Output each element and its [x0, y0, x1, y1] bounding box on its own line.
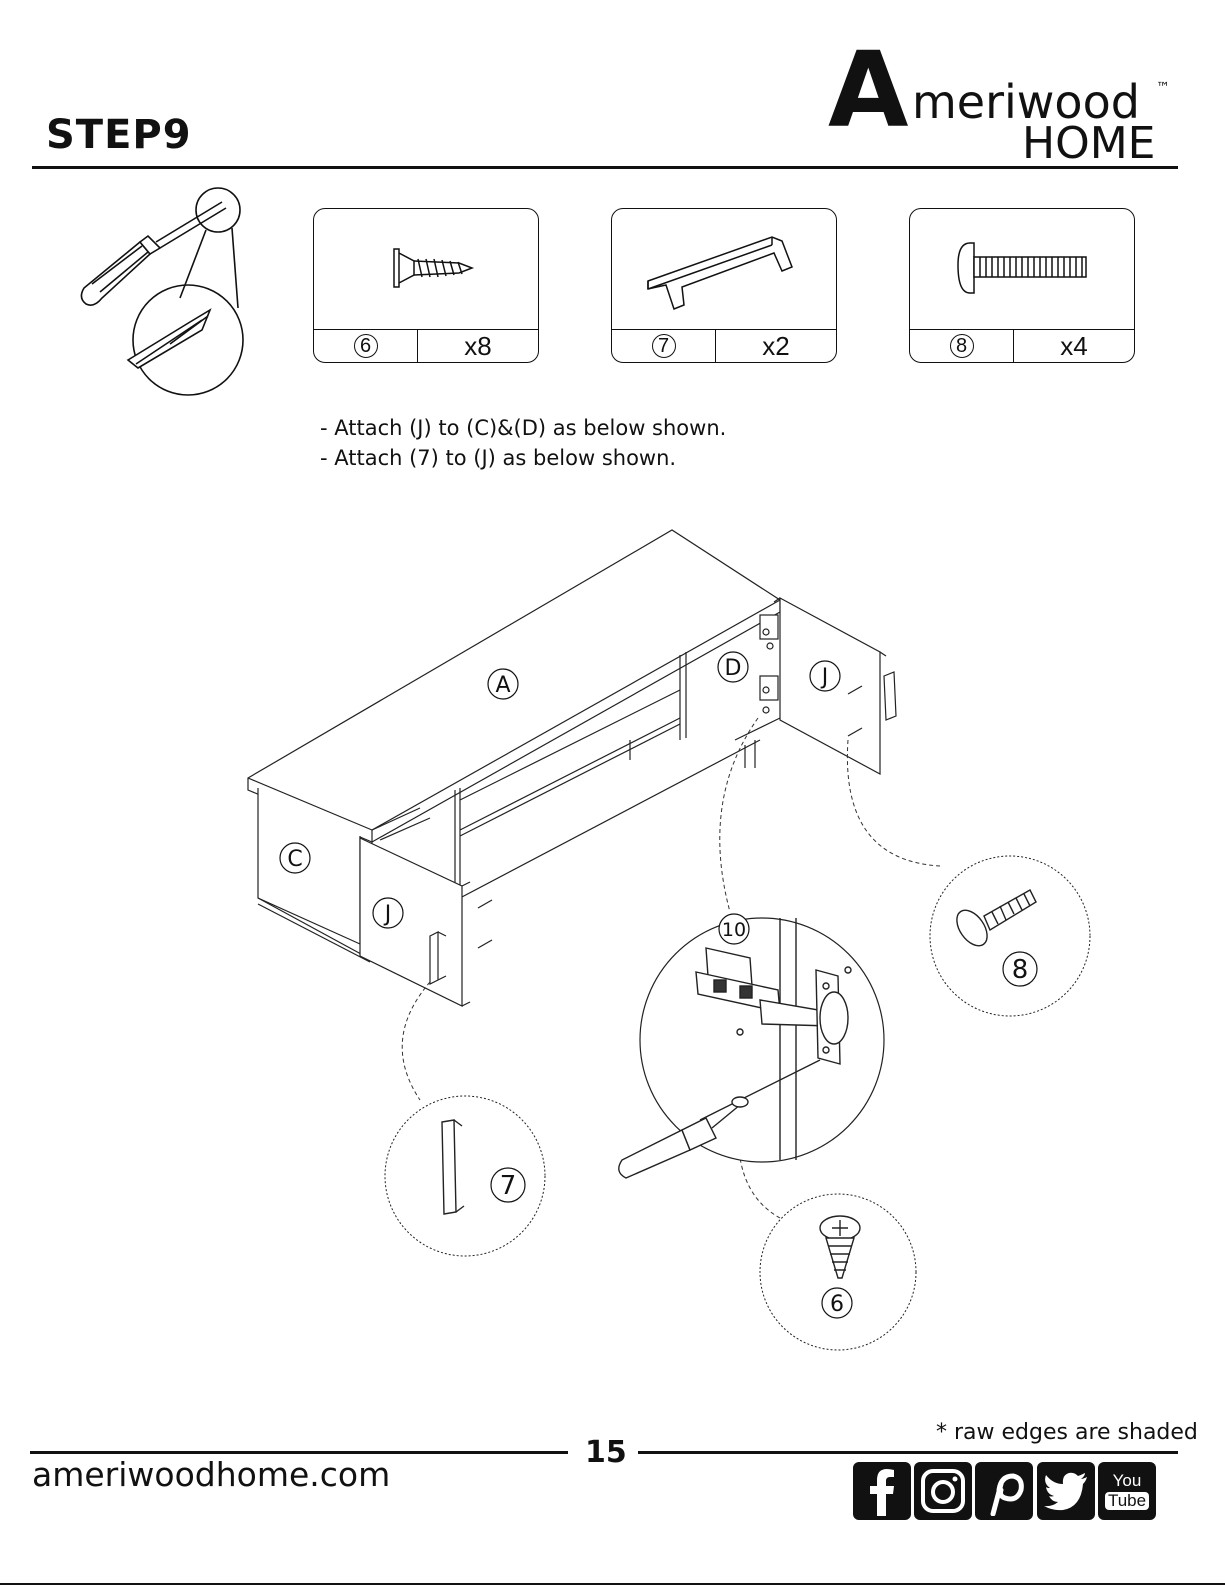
part-6-footer: 6 x8	[314, 329, 538, 362]
callout-screw-8: 8	[1012, 955, 1029, 985]
label-j-right: J	[820, 665, 829, 690]
wood-screw-icon	[314, 209, 537, 329]
part-7-id: 7	[652, 334, 676, 358]
assembly-diagram: A C D J J 10 8 7 6	[0, 500, 1225, 1380]
logo-initial: A	[828, 34, 909, 151]
twitter-icon[interactable]	[1037, 1462, 1095, 1520]
youtube-top-text: You	[1113, 1472, 1142, 1490]
callout-handle-7: 7	[500, 1171, 517, 1201]
label-c: C	[287, 847, 302, 872]
callout-screw-6: 6	[830, 1292, 844, 1317]
label-a: A	[495, 673, 510, 698]
facebook-icon[interactable]	[853, 1462, 911, 1520]
step-title: STEP9	[46, 112, 192, 158]
part-8-qty: x4	[1014, 330, 1134, 362]
part-8-footer: 8 x4	[910, 329, 1134, 362]
youtube-bottom-text: Tube	[1105, 1492, 1149, 1510]
instruction-line-2: - Attach (7) to (J) as below shown.	[320, 446, 676, 470]
footer-divider-right	[638, 1451, 1178, 1454]
part-6-qty: x8	[418, 330, 538, 362]
phillips-screwdriver-icon	[70, 180, 250, 400]
raw-edges-note: * raw edges are shaded	[936, 1420, 1198, 1445]
part-8-id: 8	[950, 334, 974, 358]
callout-hinge-10: 10	[722, 919, 746, 941]
youtube-icon[interactable]: You Tube	[1098, 1462, 1156, 1520]
label-j-left: J	[383, 902, 392, 927]
page-number: 15	[585, 1435, 627, 1470]
header-divider	[32, 166, 1178, 169]
instagram-icon[interactable]	[914, 1462, 972, 1520]
pinterest-icon[interactable]	[975, 1462, 1033, 1520]
part-7-id-cell: 7	[612, 330, 716, 362]
ameriwood-home-logo: A meriwood ™ HOME	[826, 34, 1176, 162]
part-7-qty: x2	[716, 330, 836, 362]
handle-icon	[612, 209, 835, 329]
part-8-id-cell: 8	[910, 330, 1014, 362]
part-box-7: 7 x2	[611, 208, 837, 363]
website-link[interactable]: ameriwoodhome.com	[32, 1455, 390, 1494]
logo-trademark: ™	[1156, 80, 1170, 96]
part-box-8: 8 x4	[909, 208, 1135, 363]
logo-home: HOME	[1022, 118, 1155, 162]
part-box-6: 6 x8	[313, 208, 539, 363]
part-6-id-cell: 6	[314, 330, 418, 362]
footer-divider-left	[30, 1451, 568, 1454]
part-7-footer: 7 x2	[612, 329, 836, 362]
instruction-line-1: - Attach (J) to (C)&(D) as below shown.	[320, 416, 726, 440]
label-d: D	[725, 656, 742, 681]
machine-screw-icon	[910, 209, 1133, 329]
part-6-id: 6	[354, 334, 378, 358]
